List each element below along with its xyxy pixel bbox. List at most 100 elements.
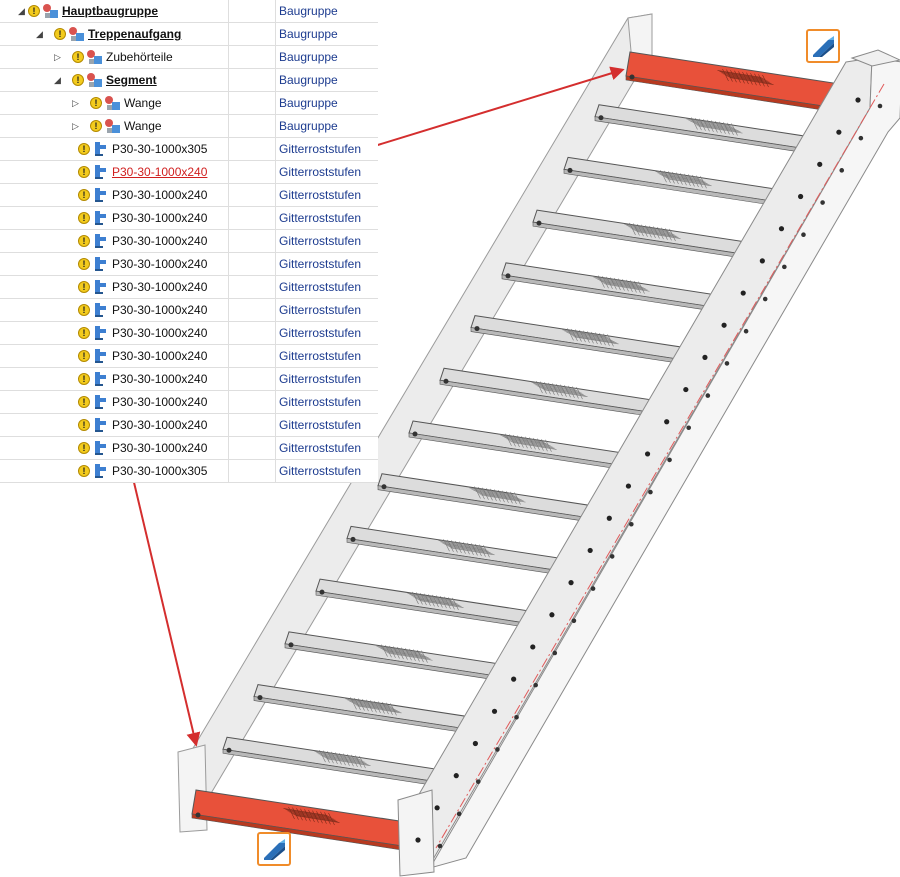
grating-mesh-line [478, 486, 485, 500]
part-icon [95, 211, 106, 225]
tree-item-label: P30-30-1000x240 [112, 303, 208, 317]
grating-step[interactable] [315, 578, 531, 628]
warning-icon: ! [90, 120, 102, 132]
grating-mesh-line [575, 329, 582, 342]
grating-mesh-line [668, 171, 675, 184]
bolt [664, 419, 670, 425]
grating-step[interactable] [346, 525, 562, 575]
highlighted-grating-step[interactable] [191, 789, 407, 851]
name-cell: ◢!Hauptbaugruppe [0, 0, 229, 22]
grating-step[interactable] [594, 104, 810, 154]
grating-mesh-line [448, 546, 493, 554]
grating-step[interactable] [470, 315, 686, 364]
grating-mesh-line [509, 434, 516, 447]
grating-mesh-line [514, 492, 521, 505]
grating-mesh-line [412, 591, 419, 605]
right-stringer[interactable] [397, 49, 900, 877]
grating-step[interactable] [501, 262, 717, 312]
collapse-toggle-icon[interactable]: ◢ [54, 75, 61, 85]
grating-mesh-line [698, 125, 743, 134]
callout-arrow-top [367, 66, 625, 149]
grating-mesh-line [316, 811, 323, 824]
step-tool-button-bottom[interactable] [257, 832, 291, 866]
highlighted-grating-step[interactable] [625, 51, 841, 113]
grating-mesh-line [556, 383, 563, 397]
grating-mesh-line [672, 171, 679, 185]
assembly-icon [87, 73, 102, 87]
type-cell: Baugruppe [279, 96, 338, 110]
tree-item-label: P30-30-1000x240 [112, 372, 208, 386]
type-cell: Baugruppe [279, 50, 338, 64]
grating-mesh-line [762, 74, 769, 88]
expand-toggle-icon[interactable]: ▷ [72, 98, 79, 108]
grating-mesh-line [494, 489, 501, 502]
grating-mesh-line [754, 73, 761, 86]
grating-mesh-line [322, 755, 367, 764]
grating-step[interactable] [253, 684, 469, 733]
grating-mesh-line [539, 386, 584, 395]
grating-step[interactable] [222, 736, 438, 786]
grating-mesh-line [386, 702, 393, 715]
grating-mesh-line [475, 543, 482, 557]
bolt [536, 220, 542, 226]
bolt [472, 740, 478, 747]
bolt [514, 715, 519, 720]
grating-mesh-line [707, 119, 714, 133]
bolt [552, 650, 558, 656]
empty-cell [228, 92, 276, 114]
grating-mesh-line [567, 328, 574, 341]
grating-mesh-line [428, 594, 435, 607]
part-icon [95, 464, 106, 478]
warning-icon: ! [78, 212, 90, 224]
grating-step[interactable] [439, 367, 655, 417]
right-stringer-end-plate [397, 789, 435, 877]
grating-step[interactable] [532, 209, 748, 259]
grating-step[interactable] [408, 420, 624, 470]
collapse-toggle-icon[interactable]: ◢ [18, 6, 25, 16]
step-tool-button-top[interactable] [806, 29, 840, 63]
stair-steps [191, 51, 841, 851]
tree-item-label: P30-30-1000x240 [112, 234, 208, 248]
grating-step[interactable] [563, 156, 779, 206]
grating-step[interactable] [377, 473, 593, 523]
collapse-toggle-icon[interactable]: ◢ [36, 29, 43, 39]
grating-mesh-line [543, 389, 588, 397]
empty-cell [228, 23, 276, 45]
expand-toggle-icon[interactable]: ▷ [72, 121, 79, 131]
left-stringer[interactable] [177, 13, 653, 833]
warning-icon: ! [78, 327, 90, 339]
type-cell: Gitterroststufen [279, 188, 362, 202]
warning-icon: ! [90, 97, 102, 109]
grating-step[interactable] [284, 631, 500, 681]
name-cell: !P30-30-1000x305 [0, 460, 229, 482]
grating-mesh-line [540, 381, 547, 394]
grating-mesh-line [446, 545, 491, 553]
grating-mesh-line [366, 699, 373, 712]
grating-mesh-line [570, 334, 615, 342]
empty-cell [228, 138, 276, 160]
expand-toggle-icon[interactable]: ▷ [54, 52, 61, 62]
empty-cell [228, 437, 276, 459]
